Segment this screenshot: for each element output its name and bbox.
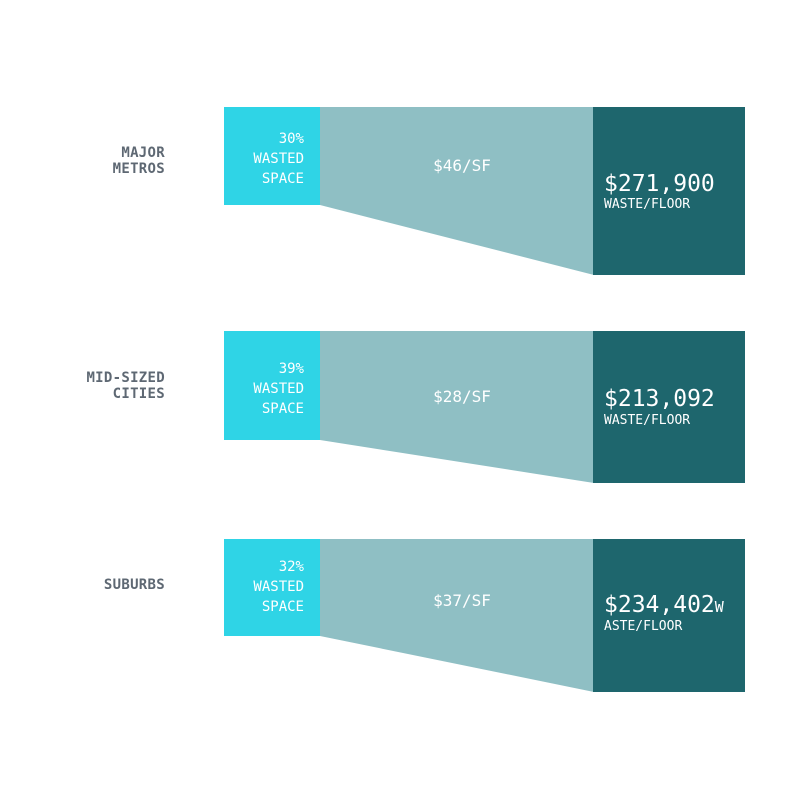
- row-label-line: METROS: [112, 161, 165, 177]
- row-label-line: MID-SIZED: [86, 370, 165, 386]
- row-label-line: CITIES: [112, 386, 165, 402]
- cost-funnel: [320, 107, 594, 275]
- wasted-space-box: 39% WASTED SPACE: [224, 331, 320, 440]
- cost-funnel: [320, 539, 594, 692]
- wasted-percent: 30%: [278, 131, 304, 147]
- wasted-line: WASTED: [253, 381, 304, 397]
- row-suburbs: SUBURBS 32% WASTED SPACE $37/SF $234,402…: [0, 539, 800, 692]
- waste-amount-value: $271,900: [604, 171, 715, 197]
- waste-total-box: $271,900 WASTE/FLOOR: [593, 107, 745, 275]
- row-label-line: MAJOR: [121, 145, 165, 161]
- waste-total-box: $234,402W ASTE/FLOOR: [593, 539, 745, 692]
- wasted-percent: 32%: [278, 559, 304, 575]
- row-label: SUBURBS: [104, 577, 165, 593]
- wasted-space-box: 32% WASTED SPACE: [224, 539, 320, 636]
- rent-per-sf: $46/SF: [433, 156, 491, 175]
- wasted-line: SPACE: [261, 599, 304, 615]
- wasted-space-text: 39% WASTED SPACE: [253, 359, 304, 419]
- cost-funnel: [320, 331, 594, 483]
- row-label-line: SUBURBS: [103, 577, 165, 593]
- waste-total-caption: WASTE/FLOOR: [604, 413, 691, 428]
- waste-amount-value: $213,092: [604, 386, 715, 412]
- row-mid-sized-cities: MID-SIZED CITIES 39% WASTED SPACE $28/SF…: [0, 331, 800, 483]
- wasted-percent: 39%: [278, 361, 304, 377]
- waste-total-caption: WASTE/FLOOR: [604, 197, 691, 212]
- row-major-metros: MAJOR METROS 30% WASTED SPACE $46/SF $27…: [0, 107, 800, 275]
- wasted-line: SPACE: [261, 171, 304, 187]
- rent-per-sf: $28/SF: [433, 387, 491, 406]
- wasted-line: WASTED: [253, 151, 304, 167]
- waste-amount-suffix: W: [714, 598, 724, 616]
- wasted-line: SPACE: [261, 401, 304, 417]
- waste-total-amount: $271,900: [604, 171, 715, 197]
- wasted-line: WASTED: [253, 579, 304, 595]
- wasted-space-text: 32% WASTED SPACE: [253, 557, 304, 617]
- row-label: MID-SIZED CITIES: [86, 370, 165, 402]
- rent-per-sf: $37/SF: [433, 591, 491, 610]
- wasted-space-text: 30% WASTED SPACE: [253, 129, 304, 189]
- waste-total-box: $213,092 WASTE/FLOOR: [593, 331, 745, 483]
- waste-total-amount: $213,092: [604, 386, 715, 412]
- waste-total-caption: ASTE/FLOOR: [604, 619, 683, 634]
- wasted-space-box: 30% WASTED SPACE: [224, 107, 320, 205]
- row-label: MAJOR METROS: [113, 145, 165, 177]
- waste-amount-value: $234,402: [604, 592, 715, 618]
- waste-total-amount: $234,402W: [604, 592, 724, 618]
